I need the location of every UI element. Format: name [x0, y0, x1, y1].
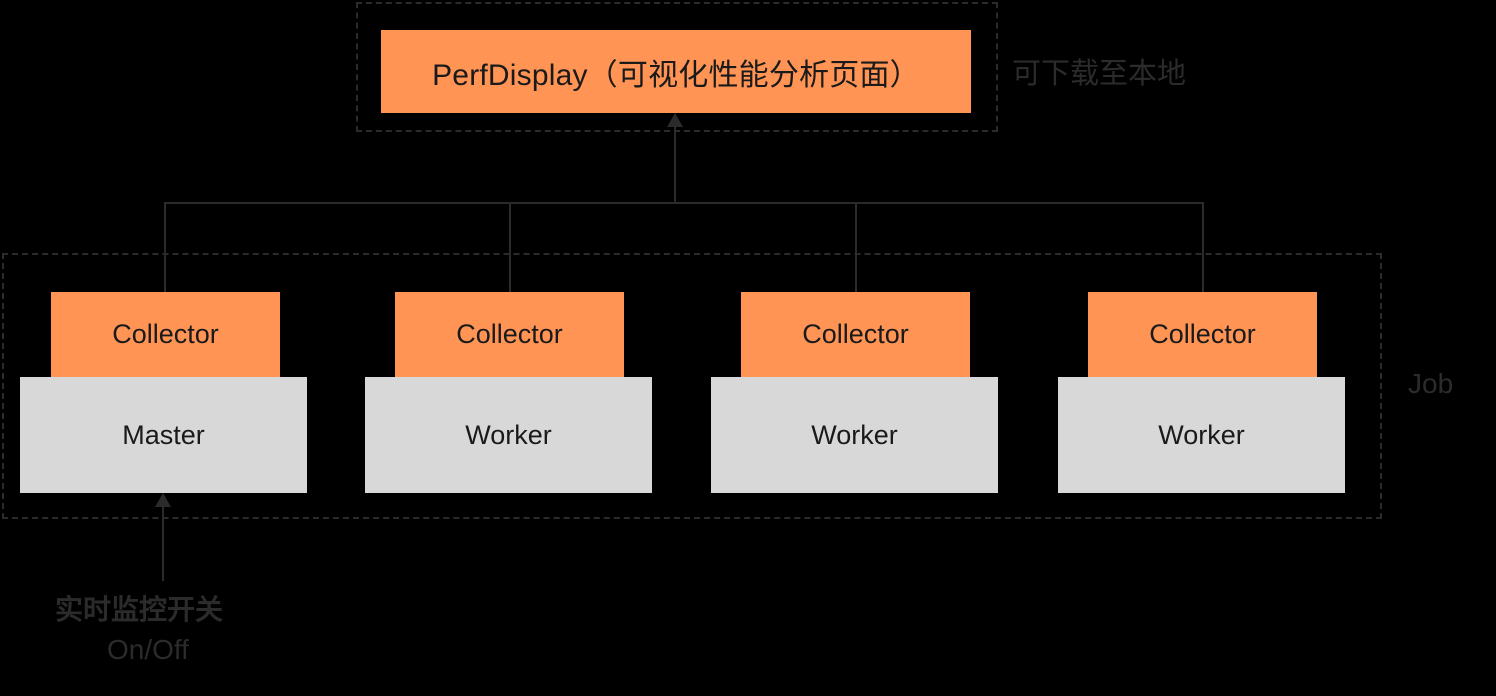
node-collector-2[interactable]: Collector — [395, 292, 624, 377]
node-collector-3[interactable]: Collector — [741, 292, 970, 377]
node-perfdisplay[interactable]: PerfDisplay（可视化性能分析页面） — [381, 30, 971, 113]
label-job-group: Job — [1408, 368, 1454, 399]
node-worker-2[interactable]: Worker — [711, 377, 998, 493]
arrowhead-to-master — [155, 493, 171, 507]
node-collector-4[interactable]: Collector — [1088, 292, 1317, 377]
connector-drop-collector-3 — [855, 202, 857, 294]
label-switch-onoff: On/Off — [107, 634, 189, 665]
node-master[interactable]: Master — [20, 377, 307, 493]
connector-drop-collector-2 — [509, 202, 511, 294]
perfdisplay-group-boundary — [356, 2, 998, 132]
node-worker-1[interactable]: Worker — [365, 377, 652, 493]
node-collector-1[interactable]: Collector — [51, 292, 280, 377]
connector-drop-collector-4 — [1202, 202, 1204, 294]
arrowhead-to-perfdisplay — [667, 113, 683, 127]
connector-bus-to-perfdisplay — [674, 126, 676, 204]
connector-switch-to-master — [162, 506, 164, 581]
node-worker-3[interactable]: Worker — [1058, 377, 1345, 493]
label-downloadable: 可下载至本地 — [1012, 58, 1187, 90]
connector-drop-collector-1 — [164, 202, 166, 294]
connector-horizontal-bus — [164, 202, 1204, 204]
label-realtime-switch: 实时监控开关 — [55, 594, 224, 625]
job-group-boundary — [2, 253, 1382, 519]
